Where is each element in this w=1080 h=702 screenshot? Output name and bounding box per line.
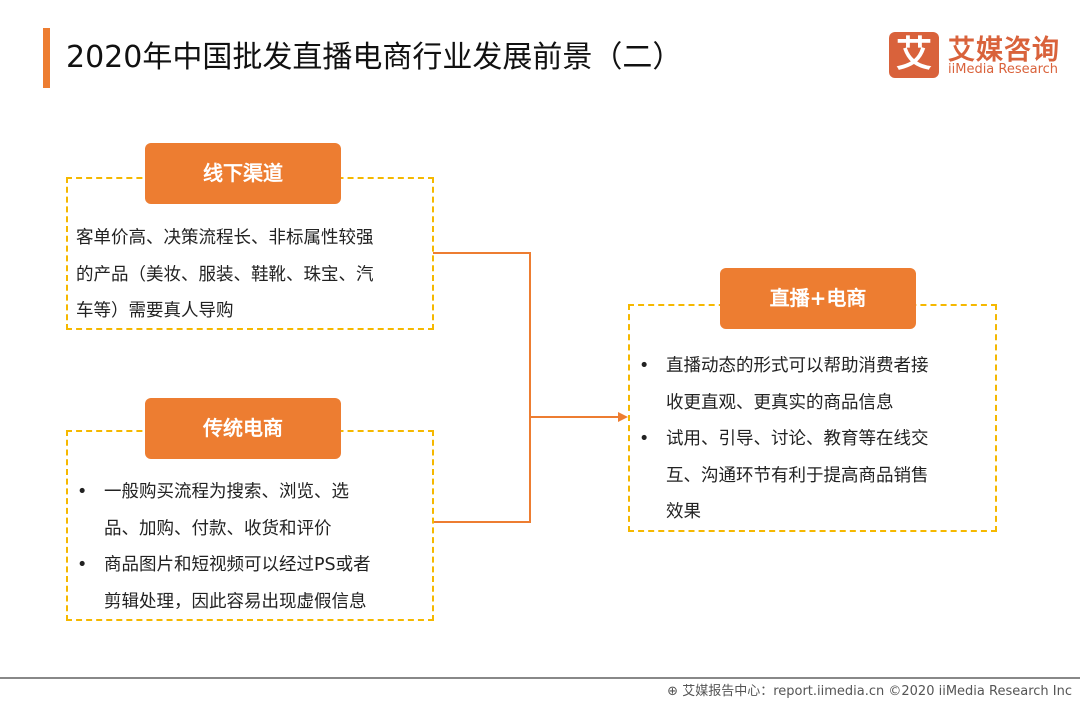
globe-icon: ⊕ (667, 684, 683, 699)
logo-mark: 艾 (889, 32, 939, 78)
offline-text: 客单价高、决策流程长、非标属性较强 的产品（美妆、服装、鞋靴、珠宝、汽 车等）需… (76, 220, 374, 330)
text-line: 的产品（美妆、服装、鞋靴、珠宝、汽 (76, 264, 374, 285)
logo-text-cn: 艾媒咨询 (948, 35, 1060, 66)
text-line: 车等）需要真人导购 (76, 301, 234, 321)
offline-box: 客单价高、决策流程长、非标属性较强 的产品（美妆、服装、鞋靴、珠宝、汽 车等）需… (66, 177, 434, 330)
live-label: 直播+电商 (720, 268, 916, 329)
footer-divider (0, 677, 1080, 679)
title-accent-bar (43, 28, 50, 88)
traditional-label: 传统电商 (145, 398, 341, 459)
list-item: 一般购买流程为搜索、浏览、选品、加购、付款、收货和评价 (77, 474, 371, 547)
offline-label: 线下渠道 (145, 143, 341, 204)
footer-text: 艾媒报告中心：report.iimedia.cn ©2020 iiMedia R… (682, 684, 1072, 699)
traditional-box: 一般购买流程为搜索、浏览、选品、加购、付款、收货和评价 商品图片和短视频可以经过… (66, 430, 434, 621)
text-line: 客单价高、决策流程长、非标属性较强 (76, 228, 374, 248)
footer: ⊕ 艾媒报告中心：report.iimedia.cn ©2020 iiMedia… (667, 680, 1072, 699)
logo-text-en: iiMedia Research (948, 62, 1059, 77)
page-title: 2020年中国批发直播电商行业发展前景（二） (66, 40, 683, 75)
arrow-head-icon (618, 412, 628, 422)
traditional-list: 一般购买流程为搜索、浏览、选品、加购、付款、收货和评价 商品图片和短视频可以经过… (77, 474, 371, 620)
